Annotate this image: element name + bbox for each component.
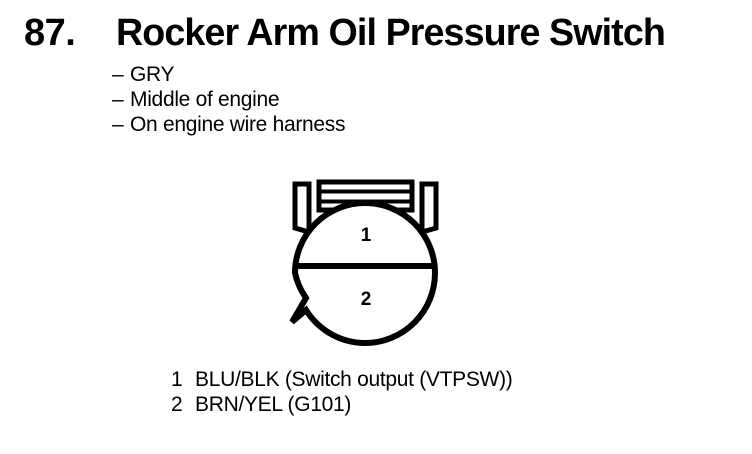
legend-row: 1 BLU/BLK (Switch output (VTPSW)) [171,368,691,393]
list-item: – GRY [112,63,532,88]
connector-body-outline [289,199,439,347]
legend-wire-label: BRN/YEL (G101) [195,393,352,416]
legend-wire-label: BLU/BLK (Switch output (VTPSW)) [195,368,513,391]
detail-text: GRY [130,63,175,86]
legend-pin-number: 1 [171,368,183,391]
cavity-number-2: 2 [361,289,372,310]
connector-diagram: 1 2 [270,170,460,350]
right-locking-tab-icon [419,181,439,236]
pin-legend: 1 BLU/BLK (Switch output (VTPSW)) 2 BRN/… [171,368,691,418]
dash-marker-icon: – [112,88,124,111]
list-item: – Middle of engine [112,88,532,113]
legend-row: 2 BRN/YEL (G101) [171,393,691,418]
legend-pin-number: 2 [171,393,183,416]
cavity-number-1: 1 [361,225,372,246]
page-title: 87. Rocker Arm Oil Pressure Switch [24,10,734,56]
detail-text: Middle of engine [130,88,280,111]
component-details-list: – GRY – Middle of engine – On engine wir… [112,63,532,138]
detail-text: On engine wire harness [130,113,346,136]
list-item: – On engine wire harness [112,113,532,138]
dash-marker-icon: – [112,63,124,86]
dash-marker-icon: – [112,113,124,136]
left-locking-tab-icon [292,181,312,236]
item-number: 87. [24,12,76,54]
component-name: Rocker Arm Oil Pressure Switch [116,12,666,54]
